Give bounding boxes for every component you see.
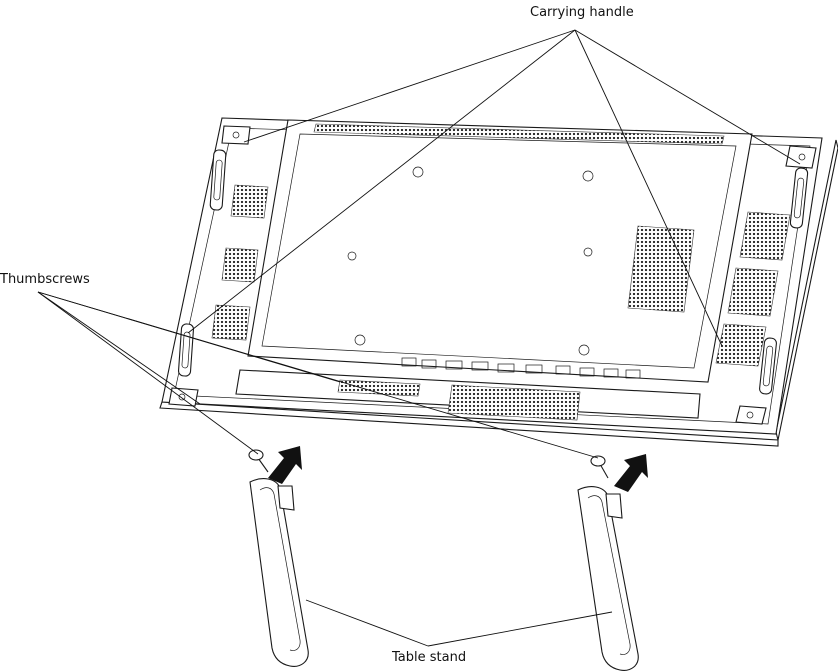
vent-grille — [221, 247, 259, 283]
panel-right-edge — [775, 139, 838, 441]
vent-grille — [230, 184, 269, 219]
thumbscrew-left — [248, 449, 269, 473]
carrying-handle-label: Carrying handle — [530, 5, 634, 20]
arrow-up-icon — [614, 454, 648, 492]
table-stand-label: Table stand — [392, 650, 467, 665]
display-panel — [159, 117, 838, 447]
table-stand-right — [577, 486, 639, 671]
corner-plate — [785, 145, 817, 169]
thumbscrew-right — [590, 455, 609, 479]
vent-grille — [211, 304, 251, 341]
vent-grille — [739, 211, 791, 261]
vent-grille — [727, 267, 779, 317]
table-stand-left — [249, 478, 309, 667]
carrying-handle-right-bottom — [759, 337, 777, 395]
corner-plate — [168, 387, 199, 407]
corner-plate — [735, 405, 767, 425]
vent-grille — [627, 225, 695, 313]
arrow-up-icon — [268, 446, 302, 484]
leader-lines — [37, 29, 801, 647]
connector-ports — [401, 357, 641, 379]
carrying-handle-right-top — [789, 167, 809, 229]
thumbscrews-label: Thumbscrews — [0, 272, 90, 287]
carrying-handle-left-top — [209, 149, 227, 211]
rear-housing — [247, 119, 753, 383]
corner-plate — [221, 125, 251, 145]
vent-grille — [715, 323, 767, 367]
